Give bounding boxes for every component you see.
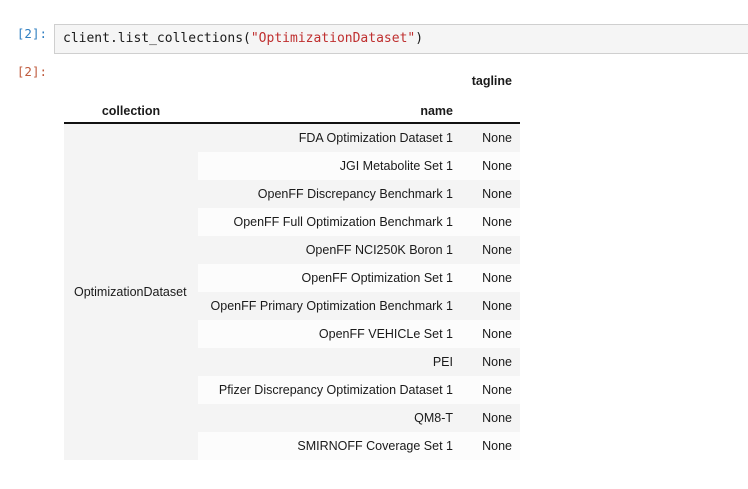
cell-tagline: None xyxy=(461,123,520,152)
index-cell-name: Pfizer Discrepancy Optimization Dataset … xyxy=(198,376,461,404)
table-header-row-columns: tagline xyxy=(64,62,520,90)
input-cell: [2]: client.list_collections("Optimizati… xyxy=(0,24,748,54)
header-blank-tagline xyxy=(461,90,520,124)
code-editor-area[interactable]: client.list_collections("OptimizationDat… xyxy=(54,24,748,54)
index-cell-name: OpenFF VEHICLe Set 1 xyxy=(198,320,461,348)
column-header-tagline: tagline xyxy=(461,62,520,90)
index-name-name: name xyxy=(198,90,461,124)
index-cell-name: FDA Optimization Dataset 1 xyxy=(198,123,461,152)
cell-tagline: None xyxy=(461,376,520,404)
cell-tagline: None xyxy=(461,432,520,460)
cell-tagline: None xyxy=(461,180,520,208)
code-token-close-paren: ) xyxy=(415,31,424,46)
table-head: tagline collection name xyxy=(64,62,520,124)
code-line: client.list_collections("OptimizationDat… xyxy=(63,29,748,49)
index-cell-name: OpenFF NCI250K Boron 1 xyxy=(198,236,461,264)
notebook-container: [2]: client.list_collections("Optimizati… xyxy=(0,24,748,489)
index-cell-name: PEI xyxy=(198,348,461,376)
cell-tagline: None xyxy=(461,264,520,292)
cell-tagline: None xyxy=(461,208,520,236)
index-cell-name: QM8-T xyxy=(198,404,461,432)
index-cell-name: OpenFF Full Optimization Benchmark 1 xyxy=(198,208,461,236)
code-token-string-argument: "OptimizationDataset" xyxy=(250,31,416,46)
output-area: tagline collection name OptimizationData… xyxy=(54,62,748,460)
code-token-method: list_collections xyxy=(117,31,244,46)
cell-tagline: None xyxy=(461,320,520,348)
index-cell-name: SMIRNOFF Coverage Set 1 xyxy=(198,432,461,460)
code-token-open-paren: ( xyxy=(243,31,251,46)
code-token-dot: . xyxy=(109,31,118,46)
input-prompt-label: [2]: xyxy=(16,26,47,41)
index-cell-name: OpenFF Primary Optimization Benchmark 1 xyxy=(198,292,461,320)
cell-tagline: None xyxy=(461,404,520,432)
output-cell: [2]: tagline collection name xyxy=(0,62,748,460)
code-token-object: client xyxy=(63,31,110,46)
cell-tagline: None xyxy=(461,236,520,264)
table-row: Pfizer Discrepancy Optimization Dataset … xyxy=(64,376,520,404)
dataframe-table: tagline collection name OptimizationData… xyxy=(64,62,520,460)
table-header-row-index-names: collection name xyxy=(64,90,520,124)
index-cell-collection: OptimizationDataset xyxy=(64,123,198,460)
index-cell-name: JGI Metabolite Set 1 xyxy=(198,152,461,180)
header-blank-name xyxy=(198,62,461,90)
cell-tagline: None xyxy=(461,292,520,320)
output-prompt-label: [2]: xyxy=(16,64,47,79)
header-blank-collection xyxy=(64,62,198,90)
index-name-collection: collection xyxy=(64,90,198,124)
index-cell-name: OpenFF Optimization Set 1 xyxy=(198,264,461,292)
cell-tagline: None xyxy=(461,348,520,376)
index-cell-name: OpenFF Discrepancy Benchmark 1 xyxy=(198,180,461,208)
cell-tagline: None xyxy=(461,152,520,180)
